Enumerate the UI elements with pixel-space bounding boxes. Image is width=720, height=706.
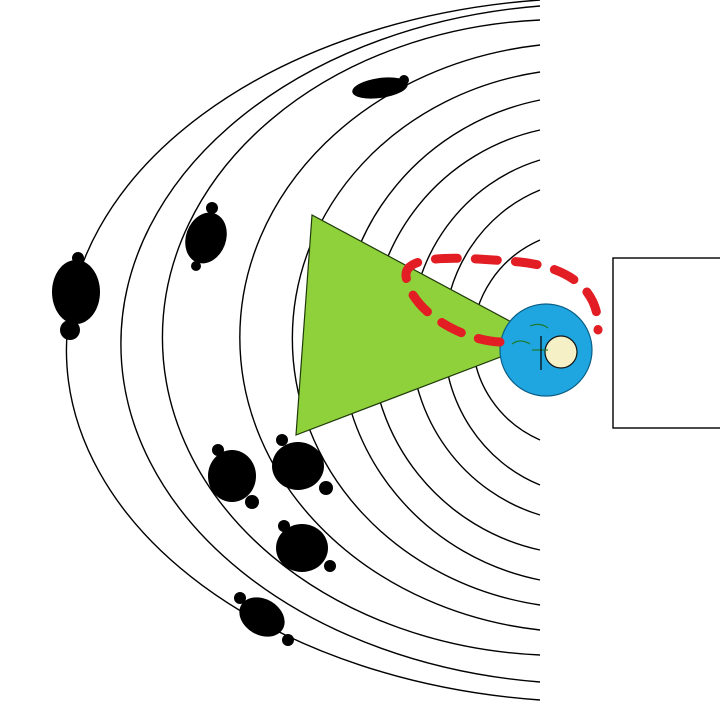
rectangle-box bbox=[613, 258, 720, 428]
sensor-disc bbox=[500, 304, 592, 396]
cream-core bbox=[545, 336, 577, 368]
